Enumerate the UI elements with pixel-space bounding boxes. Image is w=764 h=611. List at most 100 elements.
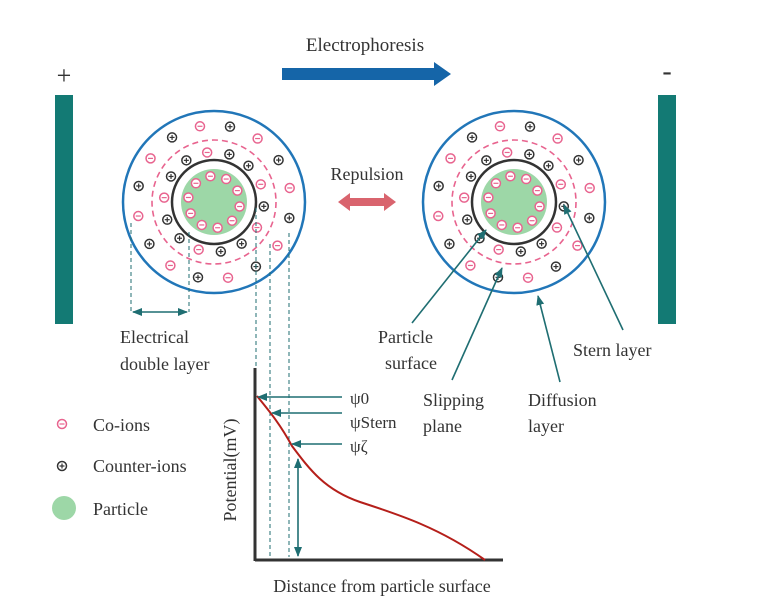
co-ion (201, 147, 213, 158)
slipping-plane-label-line2: plane (423, 416, 462, 436)
left-particle (121, 109, 307, 295)
co-ion (584, 182, 595, 194)
legend-co-ions-label: Co-ions (93, 415, 150, 435)
counter-ion (466, 132, 478, 143)
co-ion (512, 222, 523, 233)
co-ion (490, 178, 502, 189)
legend-particle-symbol (52, 496, 76, 520)
co-ion (272, 240, 283, 251)
plot-x-label: Distance from particle surface (273, 576, 490, 596)
counter-ion (192, 272, 204, 283)
psi-zeta-label: ψζ (350, 437, 368, 456)
co-ion (194, 121, 206, 132)
co-ion (222, 272, 234, 283)
co-ion (158, 192, 170, 203)
co-ion (485, 208, 496, 219)
counter-ion (258, 201, 270, 212)
counter-ion (236, 238, 247, 249)
psi-stern-label: ψStern (350, 413, 397, 432)
slipping-plane-label-line1: Slipping (423, 390, 484, 410)
counter-ion (166, 132, 178, 143)
left-stern-circle (170, 158, 258, 246)
counter-ion (174, 232, 185, 244)
potential-curve (256, 395, 486, 561)
positive-sign: + (57, 61, 72, 90)
counter-ion (224, 121, 236, 132)
negative-sign: - (662, 56, 671, 87)
co-ion (165, 260, 176, 271)
right-slipping-circle (451, 139, 577, 265)
stern-layer-label: Stern layer (573, 340, 651, 360)
co-ion (133, 210, 144, 222)
counter-ion (515, 246, 527, 257)
co-ion (526, 215, 538, 226)
co-ion (205, 171, 216, 182)
co-ion (185, 208, 196, 219)
co-ion (220, 173, 232, 185)
edl-label-line1: Electrical (120, 327, 189, 347)
co-ion (226, 215, 238, 226)
co-ion (552, 133, 563, 144)
counter-ion (433, 180, 444, 192)
co-ion (193, 244, 204, 255)
left-slipping-circle (151, 139, 277, 265)
pointer-stern-layer (563, 204, 624, 331)
co-ion (433, 210, 444, 222)
counter-ion (536, 238, 547, 249)
counter-ion (550, 261, 562, 272)
co-ion (465, 260, 476, 271)
particle-surface-label-line2: surface (385, 353, 437, 373)
co-ion (551, 222, 563, 233)
counter-ion (161, 214, 173, 225)
counter-ion (273, 154, 284, 166)
right-particle (421, 109, 607, 295)
co-ion (252, 133, 263, 144)
co-ion (251, 222, 263, 233)
right-outer-boundary (421, 109, 607, 295)
negative-electrode (658, 95, 676, 324)
co-ion (572, 240, 583, 251)
co-ion (196, 219, 208, 231)
co-ion (534, 201, 545, 212)
title: Electrophoresis (306, 35, 424, 56)
co-ion (255, 179, 267, 190)
co-ion (190, 178, 202, 189)
repulsion-label: Repulsion (330, 164, 403, 184)
counter-ion (584, 212, 595, 224)
diffusion-layer-label-line1: Diffusion (528, 390, 597, 410)
co-ion (501, 147, 513, 158)
co-ion (145, 153, 156, 164)
co-ion (555, 179, 567, 190)
co-ion (445, 153, 456, 164)
counter-ion (524, 149, 535, 160)
counter-ion (215, 246, 227, 257)
pointer-particle-surface (411, 229, 487, 324)
counter-ion (165, 171, 177, 182)
counter-ion (465, 171, 477, 182)
positive-electrode (55, 95, 73, 324)
counter-ion (444, 238, 455, 250)
counter-ion (524, 121, 536, 132)
left-outer-boundary (121, 109, 307, 295)
potential-plot: Potential(mV) Distance from particle sur… (220, 368, 503, 596)
co-ion (496, 219, 508, 231)
co-ion (212, 222, 223, 233)
co-ion (532, 185, 543, 196)
diffusion-layer-label-line2: layer (528, 416, 564, 436)
counter-ion (133, 180, 144, 192)
counter-ion (543, 160, 554, 172)
co-ion (458, 192, 470, 203)
counter-ion (461, 214, 473, 225)
counter-ion (181, 155, 192, 166)
co-ion (493, 244, 504, 255)
co-ion (520, 173, 532, 185)
right-stern-circle (470, 158, 558, 246)
legend-particle-label: Particle (93, 499, 148, 519)
counter-ion (144, 238, 155, 250)
co-ion (234, 201, 245, 212)
electrophoresis-arrow (282, 62, 451, 86)
pointer-diffusion-layer (536, 295, 561, 383)
co-ion (505, 171, 516, 182)
legend-counter-ions-label: Counter-ions (93, 456, 187, 476)
